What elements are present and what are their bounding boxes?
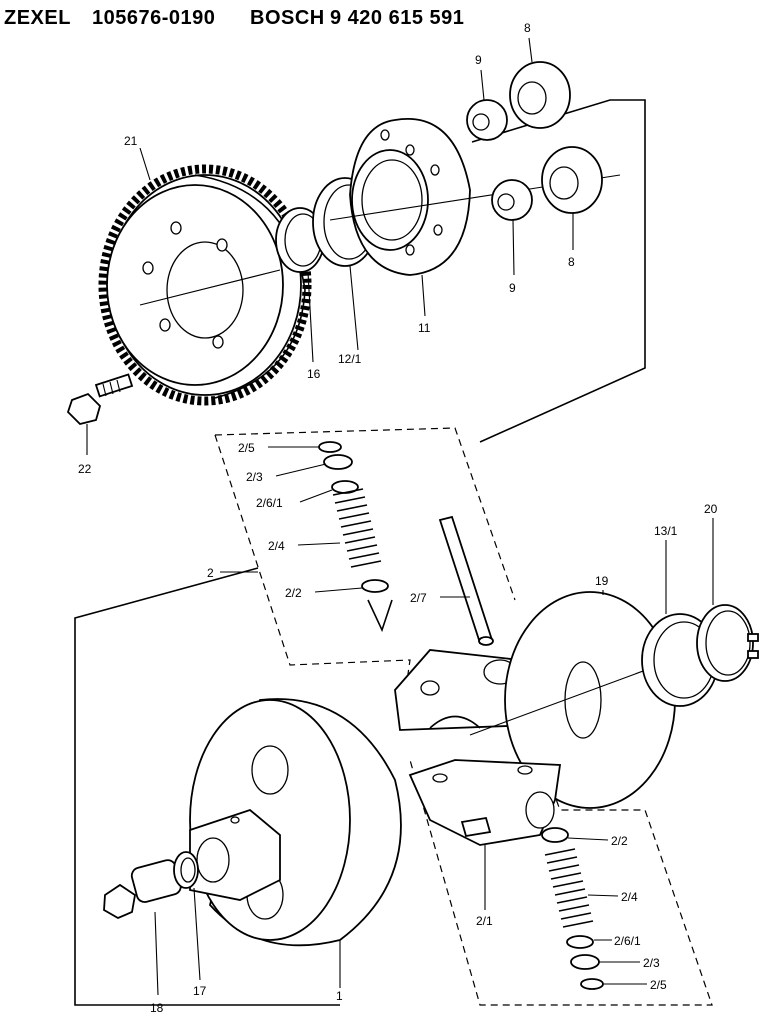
label-20: 20 bbox=[704, 502, 718, 516]
flyweight-block-lower-2-1 bbox=[408, 759, 562, 846]
label-21: 21 bbox=[124, 134, 138, 148]
label-2-5-upper: 2/5 bbox=[238, 441, 255, 455]
plug-18 bbox=[103, 859, 182, 920]
label-9-lower: 9 bbox=[509, 281, 516, 295]
label-1: 1 bbox=[336, 989, 343, 1003]
label-2-6-1-upper: 2/6/1 bbox=[256, 496, 283, 510]
circlip-16 bbox=[275, 207, 325, 273]
label-2-4-lower: 2/4 bbox=[621, 890, 638, 904]
label-18: 18 bbox=[150, 1001, 164, 1015]
part-labels: 21 22 16 12/1 11 9 8 9 8 2/5 2/3 2/6/1 2… bbox=[78, 21, 718, 1015]
label-2-6-1-lower: 2/6/1 bbox=[614, 934, 641, 948]
label-19: 19 bbox=[595, 574, 609, 588]
label-22: 22 bbox=[78, 462, 92, 476]
label-8-upper: 8 bbox=[524, 21, 531, 35]
label-2-5-lower: 2/5 bbox=[650, 978, 667, 992]
label-2-4-upper: 2/4 bbox=[268, 539, 285, 553]
sealing-ring-17 bbox=[173, 851, 199, 889]
roller-8-lower bbox=[541, 146, 603, 214]
label-2-1: 2/1 bbox=[476, 914, 493, 928]
header: ZEXEL 105676-0190 BOSCH 9 420 615 591 bbox=[4, 7, 464, 29]
spring-stack-upper bbox=[318, 441, 393, 633]
header-bosch-part-number: 9 420 615 591 bbox=[330, 7, 464, 29]
label-12-1: 12/1 bbox=[338, 352, 362, 366]
pin-2-7 bbox=[438, 515, 494, 646]
label-11: 11 bbox=[418, 321, 431, 335]
label-9-upper: 9 bbox=[475, 53, 482, 67]
header-zexel-part-number: 105676-0190 bbox=[92, 7, 215, 29]
leader-lines bbox=[86, 37, 714, 996]
label-2-3-upper: 2/3 bbox=[246, 470, 263, 484]
header-brand-zexel: ZEXEL bbox=[4, 7, 71, 29]
bushing-9-lower bbox=[491, 179, 533, 221]
bolt-22 bbox=[66, 373, 134, 425]
label-16: 16 bbox=[307, 367, 321, 381]
label-13-1: 13/1 bbox=[654, 524, 678, 538]
label-8-lower: 8 bbox=[568, 255, 575, 269]
label-2-3-lower: 2/3 bbox=[643, 956, 660, 970]
label-2-2-lower: 2/2 bbox=[611, 834, 628, 848]
label-2-7: 2/7 bbox=[410, 591, 427, 605]
label-2-2-upper: 2/2 bbox=[285, 586, 302, 600]
circlip-20 bbox=[696, 604, 759, 682]
label-2: 2 bbox=[207, 566, 214, 580]
bushing-9-upper bbox=[466, 99, 508, 141]
roller-8-upper bbox=[509, 61, 571, 129]
gear-wheel-21 bbox=[98, 164, 312, 406]
housing-1 bbox=[189, 698, 402, 947]
header-brand-bosch: BOSCH bbox=[250, 7, 325, 29]
spring-stack-lower bbox=[541, 827, 604, 990]
hub-flange-11 bbox=[329, 118, 621, 276]
label-17: 17 bbox=[193, 984, 207, 998]
